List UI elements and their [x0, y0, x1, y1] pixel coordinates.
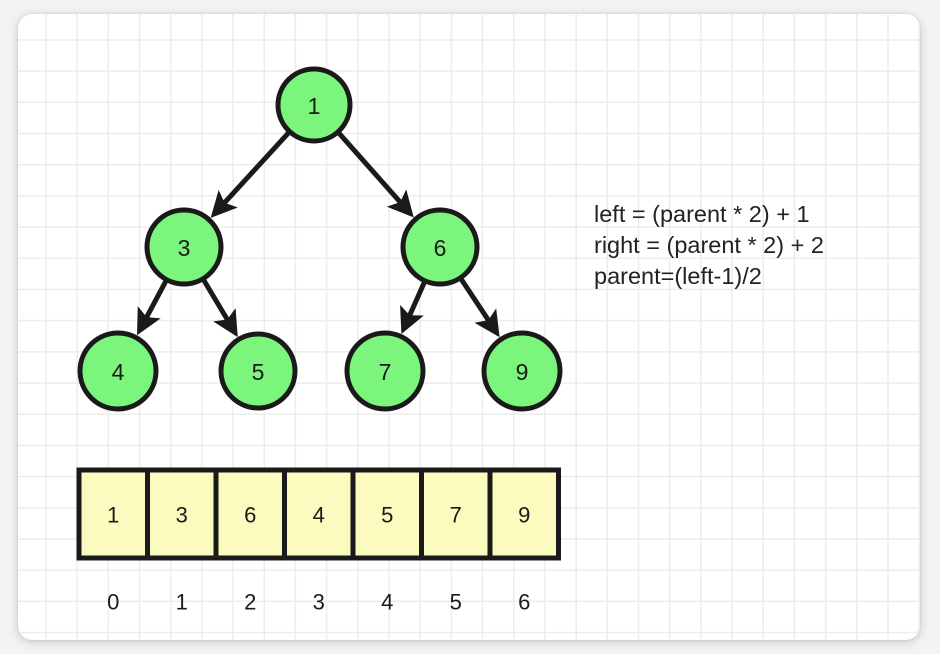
node-value-label: 6: [434, 235, 447, 261]
formula-line-1: right = (parent * 2) + 2: [594, 232, 824, 258]
array-cell-value: 1: [107, 503, 119, 528]
array-cell-value: 3: [176, 503, 188, 528]
array-cell-3[interactable]: 4: [282, 467, 356, 561]
formula-line-2: parent=(left-1)/2: [594, 263, 762, 289]
tree-edge-n0-to-n1: [210, 130, 291, 218]
node-circle: [344, 330, 426, 412]
tree-edge-n1-to-n3: [137, 279, 169, 336]
tree-edge-n2-to-n6: [458, 277, 500, 338]
tree-edges: [137, 130, 500, 338]
tree-node-5[interactable]: 5: [218, 331, 298, 411]
array-cell-2[interactable]: 6: [213, 467, 287, 561]
node-value-label: 9: [516, 359, 529, 385]
node-value-label: 1: [308, 93, 321, 119]
array-cell-value: 9: [518, 503, 530, 528]
node-value-label: 4: [112, 359, 125, 385]
array-index-5: 5: [450, 590, 462, 615]
array-cell-box: [419, 467, 493, 561]
node-value-label: 5: [252, 359, 265, 385]
array-cell-1[interactable]: 3: [145, 467, 219, 561]
node-value-label: 3: [178, 235, 191, 261]
array-cell-value: 6: [244, 503, 256, 528]
array-cell-6[interactable]: 9: [487, 467, 561, 561]
array-cell-box: [282, 467, 356, 561]
tree-nodes: 1 3 6 4 5 7 9: [77, 66, 563, 412]
array-cell-value: 4: [313, 503, 325, 528]
formula-text-block: left = (parent * 2) + 1 right = (parent *…: [594, 201, 824, 289]
array-index-4: 4: [381, 590, 393, 615]
node-value-label: 7: [379, 359, 392, 385]
array-index-1: 1: [176, 590, 188, 615]
node-circle: [275, 66, 353, 144]
formula-line-0: left = (parent * 2) + 1: [594, 201, 810, 227]
array-cell-value: 5: [381, 503, 393, 528]
tree-node-1[interactable]: 1: [275, 66, 353, 144]
array-cell-5[interactable]: 7: [419, 467, 493, 561]
tree-edge-n1-to-n4: [201, 278, 238, 338]
array-cell-4[interactable]: 5: [350, 467, 424, 561]
node-circle: [218, 331, 298, 411]
array-index-0: 0: [107, 590, 119, 615]
tree-node-9[interactable]: 9: [481, 330, 563, 412]
tree-edge-n2-to-n5: [400, 280, 427, 334]
tree-node-7[interactable]: 7: [344, 330, 426, 412]
tree-edge-n0-to-n2: [336, 131, 414, 218]
array-cell-value: 7: [450, 503, 462, 528]
tree-node-3[interactable]: 3: [144, 207, 224, 287]
array-index-3: 3: [313, 590, 325, 615]
array-cell-box: [350, 467, 424, 561]
diagram-canvas: 1 3 6 4 5 7 9 1 3 6 4 5 7 9 0 1 2 3 4 5 6 left = (parent *…: [76, 66, 824, 615]
diagram-card: 1 3 6 4 5 7 9 1 3 6 4 5 7 9 0 1 2 3 4 5 6 left = (parent *…: [18, 14, 920, 640]
node-circle: [400, 207, 480, 287]
node-circle: [144, 207, 224, 287]
tree-node-6[interactable]: 6: [400, 207, 480, 287]
array-index-labels: 0 1 2 3 4 5 6: [107, 590, 530, 615]
tree-node-4[interactable]: 4: [77, 330, 159, 412]
array-index-6: 6: [518, 590, 530, 615]
node-circle: [481, 330, 563, 412]
array-cell-box: [487, 467, 561, 561]
node-circle: [77, 330, 159, 412]
array-cell-0[interactable]: 1: [76, 467, 150, 561]
array-index-2: 2: [244, 590, 256, 615]
array-cells: 1 3 6 4 5 7 9: [76, 467, 561, 561]
